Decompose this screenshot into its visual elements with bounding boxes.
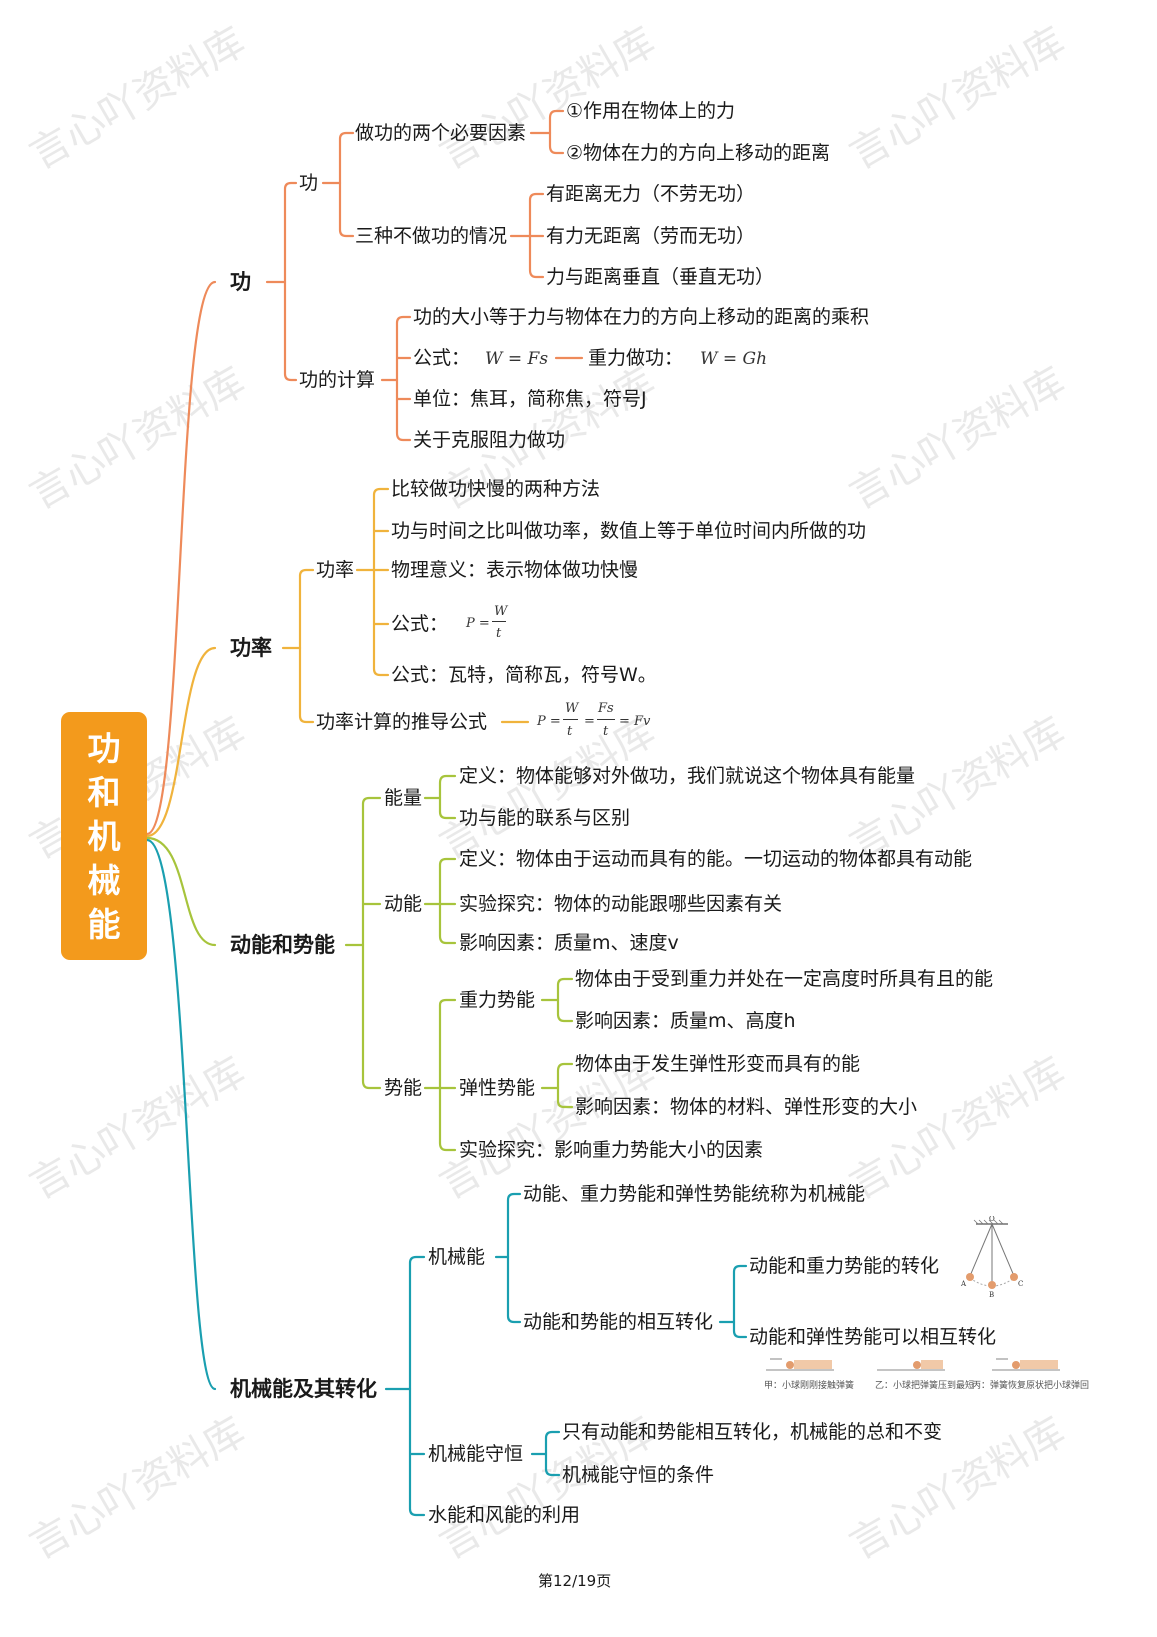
leaf-gpe-factor: 影响因素：质量m、高度h: [575, 1010, 796, 1032]
page-number: 第12/19页: [538, 1572, 612, 1590]
leaf-formula-label: 公式：: [413, 347, 471, 369]
leaf-gpe-def: 物体由于受到重力并处在一定高度时所具有且的能: [575, 968, 994, 990]
leaf-factor-1: ①作用在物体上的力: [566, 100, 736, 122]
node-work-calc: 功的计算: [299, 369, 376, 391]
leaf-power-meaning: 物理意义：表示物体做功快慢: [391, 559, 639, 581]
derive-p: P =: [537, 714, 561, 729]
leaf-power-unit: 公式：瓦特，简称瓦，符号W。: [391, 664, 657, 686]
derive-fs: Fs: [598, 701, 614, 716]
derive-t2: t: [603, 724, 609, 739]
fraction-bar: [597, 719, 615, 720]
leaf-conv-gravity: 动能和重力势能的转化: [749, 1255, 940, 1277]
branch-energy: 动能和势能: [230, 933, 335, 957]
leaf-power-def: 功与时间之比叫做功率，数值上等于单位时间内所做的功: [391, 520, 867, 542]
pendulum-label-c: C: [1018, 1280, 1023, 1288]
pendulum-label-b: B: [989, 1291, 994, 1298]
pendulum-label-o: O: [989, 1216, 995, 1223]
leaf-case-3: 力与距离垂直（垂直无功）: [546, 266, 775, 288]
derive-eq: =: [584, 714, 595, 729]
node-conversion: 动能和势能的相互转化: [523, 1311, 714, 1333]
fraction-bar: [563, 719, 578, 720]
pendulum-label-a: A: [960, 1280, 967, 1288]
node-water-wind: 水能和风能的利用: [428, 1504, 581, 1526]
root-char: 能: [87, 905, 121, 944]
node-energy: 能量: [384, 787, 423, 809]
root-char: 和: [87, 773, 121, 812]
spring-diagram-3: [992, 1358, 1060, 1371]
spring-caption-3: 丙：弹簧恢复原状把小球弹回: [972, 1381, 1090, 1391]
leaf-resist-work: 关于克服阻力做功: [413, 429, 566, 451]
leaf-kinetic-def: 定义：物体由于运动而具有的能。一切运动的物体都具有动能: [459, 848, 973, 870]
formula-w-gh: W = Gh: [700, 349, 768, 369]
node-two-factors: 做功的两个必要因素: [355, 122, 527, 144]
node-three-cases: 三种不做功的情况: [355, 225, 508, 247]
root-char: 械: [87, 861, 121, 900]
formula-t: t: [496, 626, 502, 641]
leaf-kinetic-exp: 实验探究：物体的动能跟哪些因素有关: [459, 893, 783, 915]
node-power-derive: 功率计算的推导公式: [316, 711, 488, 733]
derive-w: W: [565, 701, 579, 716]
node-potential: 势能: [384, 1077, 423, 1099]
leaf-power-formula-label: 公式：: [391, 613, 449, 635]
leaf-kinetic-factor: 影响因素：质量m、速度v: [459, 932, 679, 954]
leaf-calc-def: 功的大小等于力与物体在力的方向上移动的距离的乘积: [413, 306, 870, 328]
leaf-compare: 比较做功快慢的两种方法: [391, 478, 601, 500]
pendulum-diagram: O A B C: [960, 1216, 1023, 1298]
formula-w-fs: W = Fs: [485, 349, 549, 369]
leaf-pe-exp: 实验探究：影响重力势能大小的因素: [459, 1139, 764, 1161]
formula-w: W: [494, 604, 508, 619]
branch-work: 功: [230, 270, 251, 294]
derive-t1: t: [567, 724, 573, 739]
branch-power: 功率: [230, 636, 272, 660]
leaf-conv-elastic: 动能和弹性势能可以相互转化: [749, 1326, 997, 1348]
leaf-case-1: 有距离无力（不劳无功）: [546, 183, 756, 205]
derive-fv: = Fv: [619, 714, 651, 729]
leaf-factor-2: ②物体在力的方向上移动的距离: [566, 142, 831, 164]
leaf-unit-joule: 单位：焦耳，简称焦，符号J: [413, 388, 647, 410]
leaf-gravity-work: 重力做功：: [588, 347, 684, 369]
node-power: 功率: [316, 559, 355, 581]
node-kinetic: 动能: [384, 893, 423, 915]
fraction-bar: [492, 621, 506, 622]
leaf-mech-def: 动能、重力势能和弹性势能统称为机械能: [523, 1183, 866, 1205]
leaf-epe-factor: 影响因素：物体的材料、弹性形变的大小: [575, 1096, 918, 1118]
spring-diagram-2: [877, 1360, 945, 1371]
leaf-energy-def: 定义：物体能够对外做功，我们就说这个物体具有能量: [459, 765, 916, 787]
root-char: 功: [87, 729, 121, 768]
node-conservation: 机械能守恒: [428, 1443, 524, 1465]
leaf-case-2: 有力无距离（劳而无功）: [546, 225, 756, 247]
spring-caption-2: 乙：小球把弹簧压到最短: [875, 1381, 975, 1391]
leaf-energy-relation: 功与能的联系与区别: [459, 807, 631, 829]
node-gravity-pe: 重力势能: [459, 989, 536, 1011]
spring-caption-1: 甲：小球刚刚接触弹簧: [764, 1381, 855, 1391]
node-mech-energy: 机械能: [428, 1246, 486, 1268]
node-work: 功: [299, 172, 319, 194]
leaf-conservation-1: 只有动能和势能相互转化，机械能的总和不变: [562, 1421, 943, 1443]
node-elastic-pe: 弹性势能: [459, 1077, 536, 1099]
leaf-conservation-2: 机械能守恒的条件: [562, 1464, 715, 1486]
root-char: 机: [87, 817, 121, 856]
spring-diagram-1: [766, 1358, 834, 1371]
root-node: 功 和 机 械 能: [61, 712, 147, 960]
leaf-epe-def: 物体由于发生弹性形变而具有的能: [575, 1053, 861, 1075]
formula-p: P =: [466, 616, 490, 631]
branch-mechanical: 机械能及其转化: [230, 1377, 377, 1401]
